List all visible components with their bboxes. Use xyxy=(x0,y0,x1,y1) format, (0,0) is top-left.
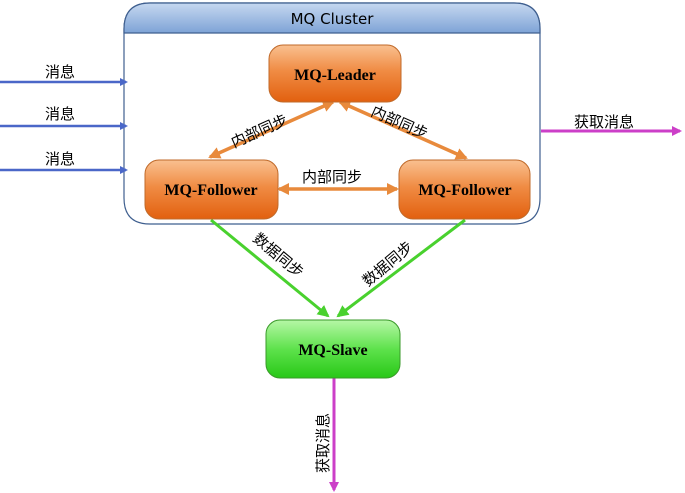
node-leader-label: MQ-Leader xyxy=(294,67,376,84)
input-label-2: 消息 xyxy=(45,105,75,123)
node-follower-right-label: MQ-Follower xyxy=(418,182,511,199)
slave-output-label: 获取消息 xyxy=(314,413,332,473)
cluster-title: MQ Cluster xyxy=(291,10,375,28)
data-sync-arrow-left xyxy=(210,218,330,318)
cluster-output: 获取消息 xyxy=(541,113,682,136)
input-label-3: 消息 xyxy=(45,150,75,168)
node-leader[interactable]: MQ-Leader xyxy=(268,44,402,103)
node-follower-left-label: MQ-Follower xyxy=(164,182,257,199)
node-follower-left[interactable]: MQ-Follower xyxy=(144,159,279,220)
data-sync-arrows: 数据同步 数据同步 xyxy=(210,218,466,318)
data-sync-arrow-right xyxy=(336,218,466,318)
cluster-output-label: 获取消息 xyxy=(574,113,634,131)
node-slave[interactable]: MQ-Slave xyxy=(265,319,401,379)
slave-output: 获取消息 xyxy=(314,378,339,492)
sync-arrow-leader-right xyxy=(338,100,468,160)
node-follower-right[interactable]: MQ-Follower xyxy=(398,159,531,220)
input-label-1: 消息 xyxy=(45,63,75,81)
input-arrows: 消息 消息 消息 xyxy=(0,63,128,174)
node-slave-label: MQ-Slave xyxy=(298,342,367,359)
internal-sync-label-middle: 内部同步 xyxy=(302,168,362,186)
sync-arrow-leader-left xyxy=(208,100,335,159)
